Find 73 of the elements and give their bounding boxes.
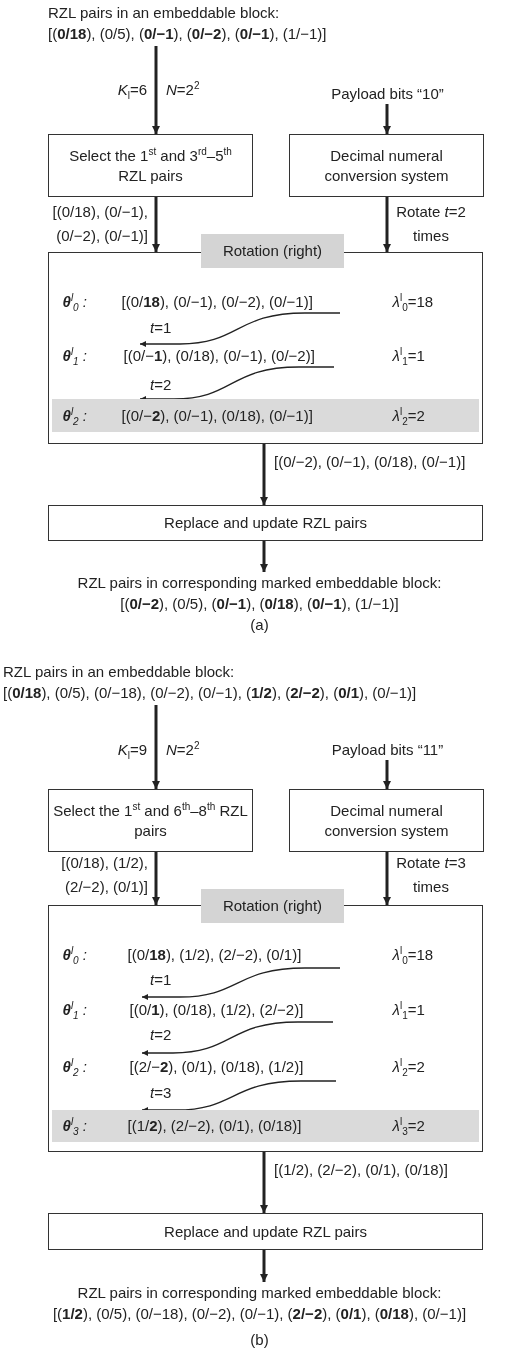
edge-label: Rotate t=2 times <box>396 203 466 244</box>
parameter-label: N=2$^{2}$ <box>166 81 200 98</box>
pair-list: [(0/1), (0/18), (1/2), (2/−2)] <box>129 996 304 1022</box>
process-box: Replace and update RZL pairs <box>48 1213 483 1250</box>
edge-label: [(0/18), (0/−1), (0/−2), (0/−1)] <box>52 203 148 244</box>
process-box: Select the 1$^{st}$ and 3$^{rd}$–5$^{th}$ RZL pairs <box>48 134 253 197</box>
pair-list: [(0/−1), (0/18), (0/−1), (0/−2)] <box>123 343 315 367</box>
state-label: θ$^{l}$$_{0}$ : <box>62 943 87 968</box>
process-box: Replace and update RZL pairs <box>48 505 483 541</box>
value-label: λ$^{l}$$_{2}$=2 <box>392 404 425 429</box>
process-box: Decimal numeral conversion system <box>289 134 484 197</box>
pair-list: [(0/−2), (0/5), (0/−1), (0/18), (0/−1), (1/−1)] <box>120 595 399 612</box>
arrow <box>260 1152 268 1213</box>
edge-label: [(0/−2), (0/−1), (0/18), (0/−1)] <box>274 453 466 470</box>
arrow <box>152 197 160 252</box>
value-label: λ$^{l}$$_{0}$=18 <box>392 943 434 968</box>
edge-label: t=2 <box>150 376 172 393</box>
pair-list: [(0/18), (0/−1), (0/−2), (0/−1)] <box>121 290 313 313</box>
process-box: Decimal numeral conversion system <box>289 789 484 852</box>
panel-label: (a) <box>250 616 269 633</box>
state-label: θ$^{l}$$_{2}$ : <box>62 1055 87 1080</box>
parameter-label: N=2$^{2}$ <box>166 741 200 758</box>
input-text: Payload bits “11” <box>300 740 475 760</box>
edge-label: t=2 <box>150 1026 172 1043</box>
state-label: θ$^{l}$$_{1}$ : <box>62 344 87 367</box>
state-label: θ$^{l}$$_{3}$ : <box>62 1114 87 1139</box>
group-title: Rotation (right) <box>201 889 344 923</box>
block-heading: RZL pairs in corresponding marked embeddable block: <box>77 1284 442 1301</box>
block-heading: RZL pairs in corresponding marked embeddable block: <box>77 574 442 591</box>
arrow <box>260 1250 268 1282</box>
panel-label: (b) <box>250 1331 269 1348</box>
arrow <box>152 46 160 134</box>
state-label: θ$^{l}$$_{1}$ : <box>62 998 87 1022</box>
pair-list: [(1/2), (2/−2), (0/1), (0/18)] <box>127 1109 302 1142</box>
arrow <box>260 444 268 505</box>
arrow <box>383 104 391 134</box>
arrow <box>383 760 391 789</box>
pair-list: [(1/2), (0/5), (0/−18), (0/−2), (0/−1), (2/−2), (0/1), (0/18), (0/−1)] <box>52 1305 467 1322</box>
edge-label: t=1 <box>150 319 172 336</box>
arrow <box>152 705 160 789</box>
value-label: λ$^{l}$$_{2}$=2 <box>392 1055 425 1080</box>
value-label: λ$^{l}$$_{0}$=18 <box>392 290 434 313</box>
edge-label: t=3 <box>150 1084 172 1101</box>
curved-arrow <box>141 1021 334 1056</box>
highlight-band <box>51 398 479 432</box>
value-label: λ$^{l}$$_{1}$=1 <box>392 344 425 367</box>
pair-list: [(0/−2), (0/−1), (0/18), (0/−1)] <box>121 398 313 432</box>
pair-list: [(0/18), (1/2), (2/−2), (0/1)] <box>127 941 302 968</box>
arrow <box>260 541 268 572</box>
arrow <box>152 852 160 905</box>
input-text: Payload bits “10” <box>300 84 475 104</box>
edge-label: t=1 <box>150 971 172 988</box>
process-box: Select the 1$^{st}$ and 6$^{th}$–8$^{th}$ RZL pairs <box>48 789 253 852</box>
curved-arrow <box>141 967 341 1000</box>
block-heading: RZL pairs in an embeddable block: <box>3 663 235 680</box>
edge-label: K$_{l}$=9 <box>117 741 147 758</box>
value-label: λ$^{l}$$_{3}$=2 <box>392 1114 425 1139</box>
state-label: θ$^{l}$$_{2}$ : <box>62 404 87 429</box>
curved-arrow <box>139 312 341 347</box>
highlight-band <box>51 1109 479 1142</box>
pair-list: [(2/−2), (0/1), (0/18), (1/2)] <box>129 1052 304 1081</box>
arrow <box>383 852 391 905</box>
edge-label: K$_{l}$=6 <box>117 81 147 98</box>
value-label: λ$^{l}$$_{1}$=1 <box>392 998 425 1022</box>
edge-label: [(1/2), (2/−2), (0/1), (0/18)] <box>274 1161 448 1178</box>
block-heading: RZL pairs in an embeddable block: <box>48 4 280 21</box>
arrow <box>383 197 391 252</box>
edge-label: Rotate t=3 times <box>396 854 466 895</box>
group-title: Rotation (right) <box>201 234 344 268</box>
pair-list: [(0/18), (0/5), (0/−18), (0/−2), (0/−1), (1/2), (2/−2), (0/1), (0/−1)] <box>3 684 417 701</box>
edge-label: [(0/18), (1/2), (2/−2), (0/1)] <box>61 854 148 895</box>
pair-list: [(0/18), (0/5), (0/−1), (0/−2), (0/−1), (1/−1)] <box>48 25 327 42</box>
state-label: θ$^{l}$$_{0}$ : <box>62 290 87 313</box>
